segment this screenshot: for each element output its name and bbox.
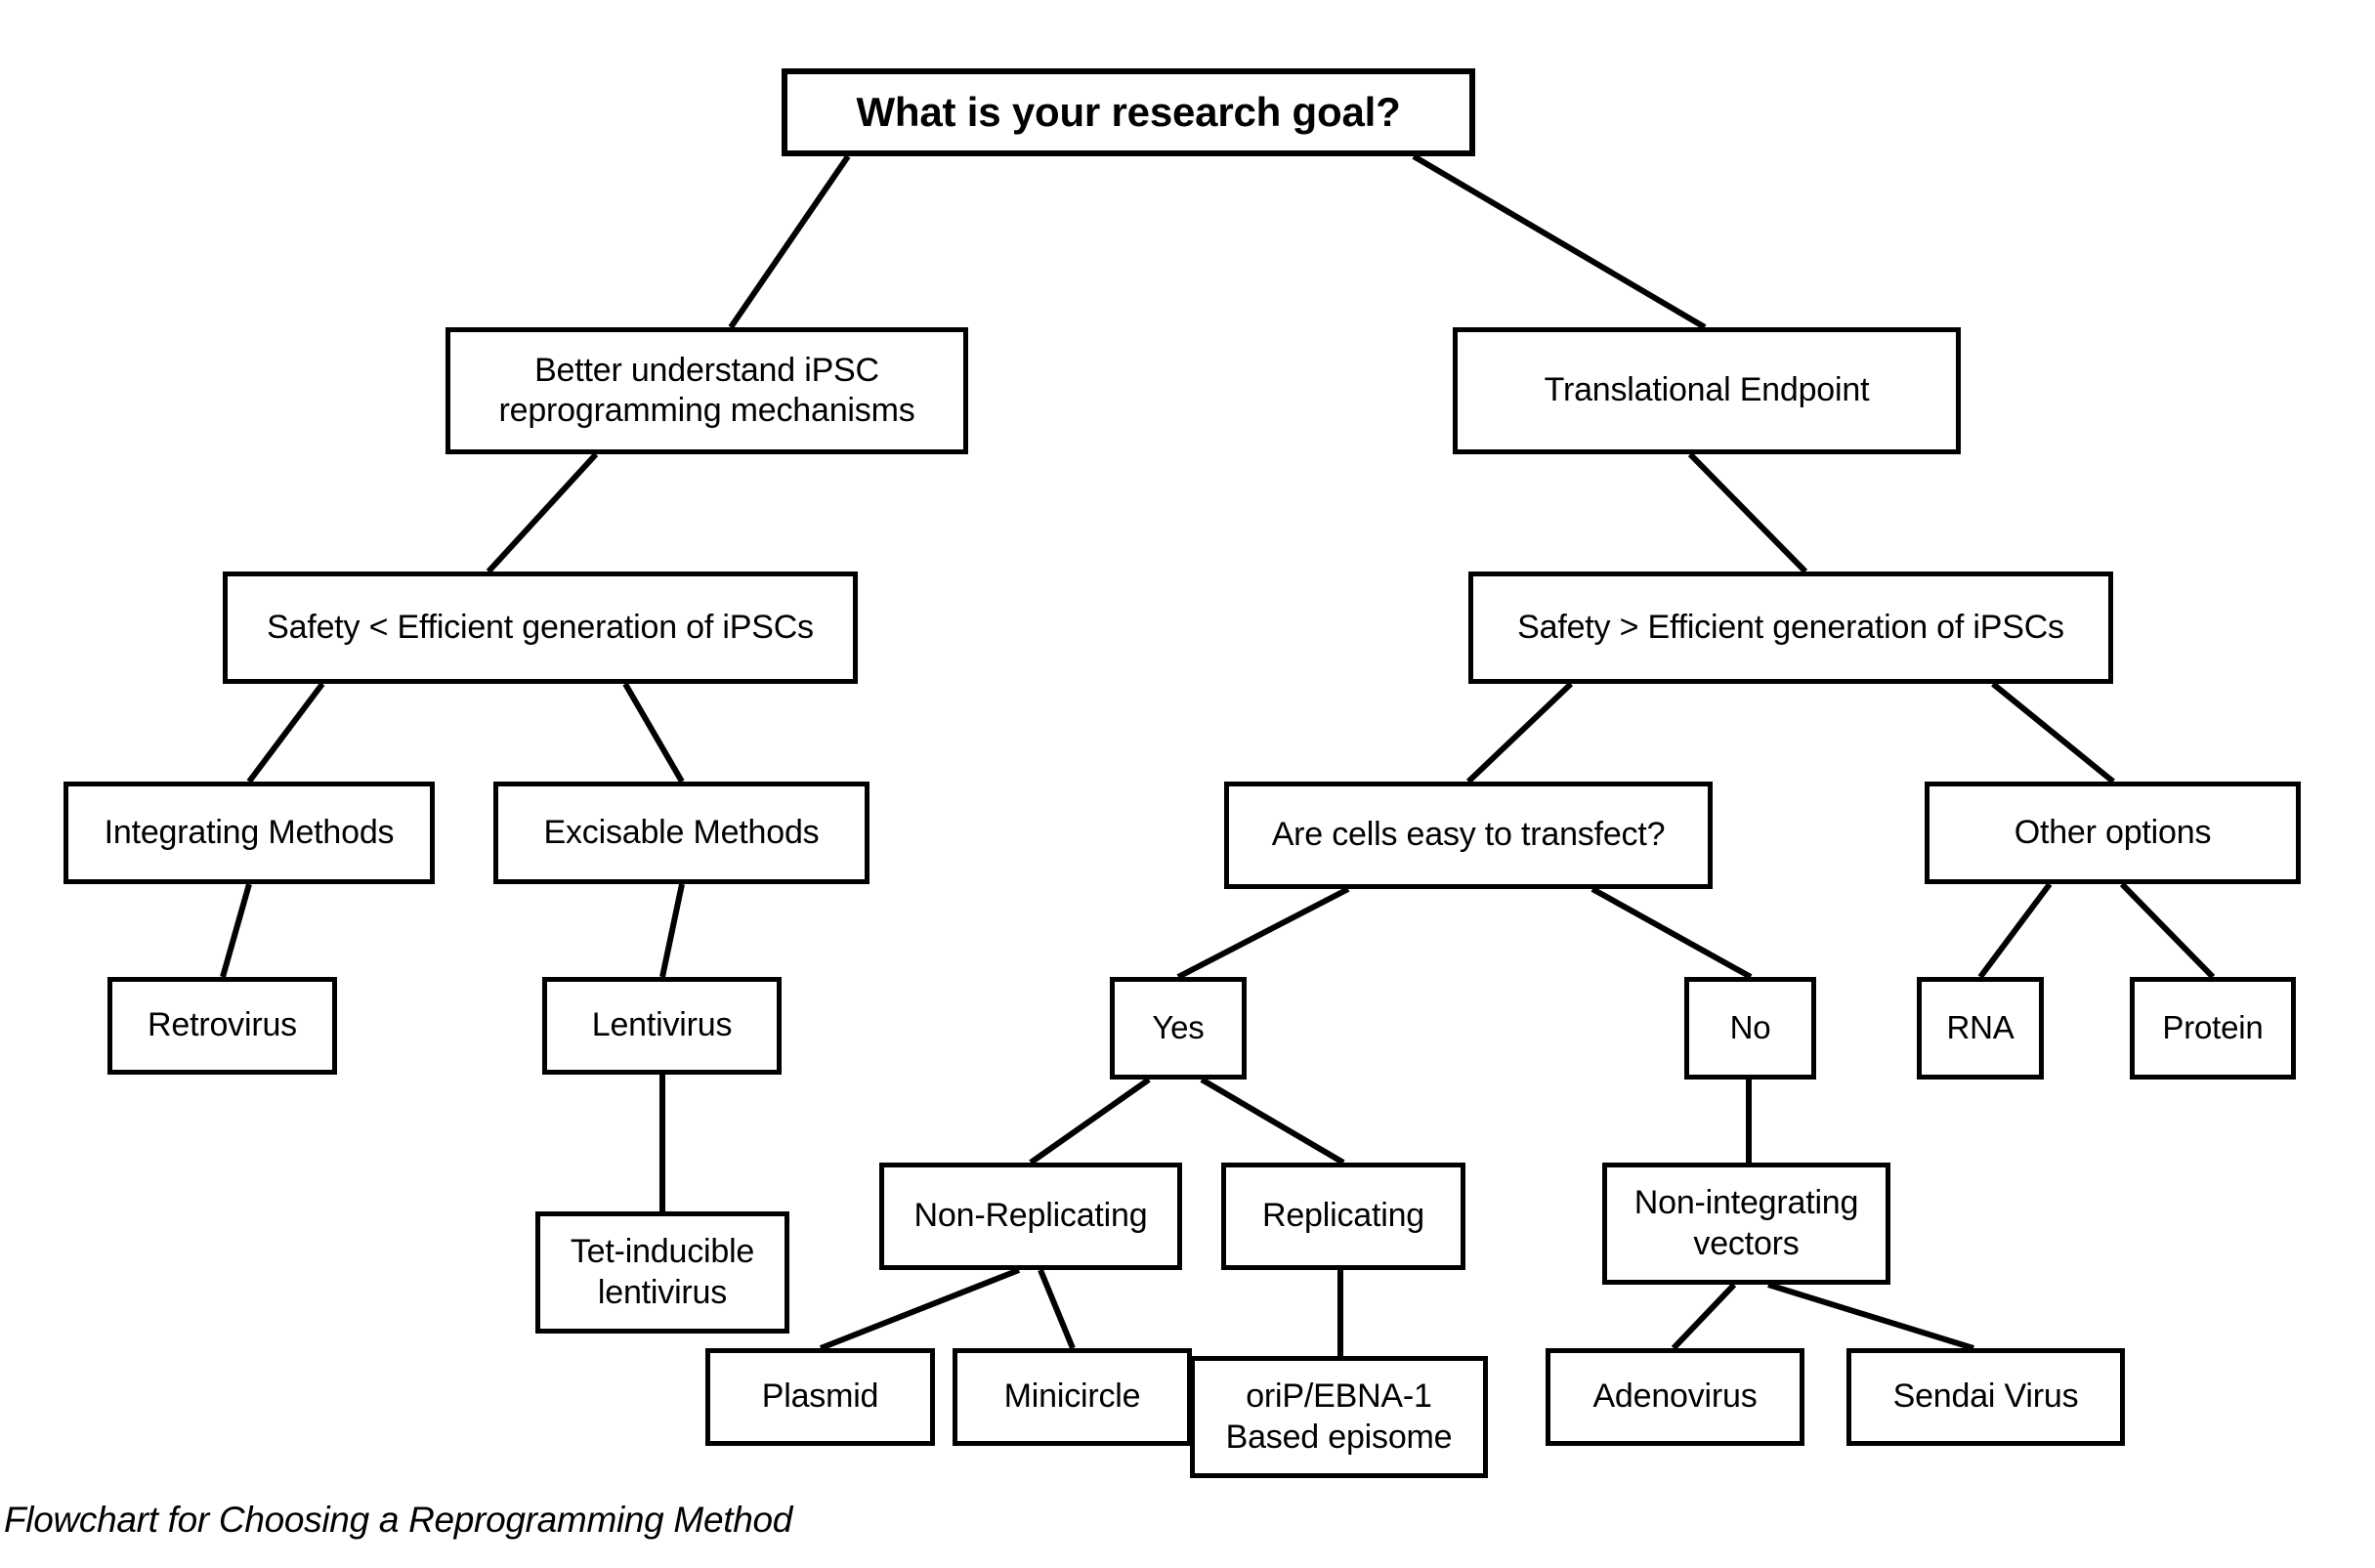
node-non-replicating[interactable]: Non-Replicating — [879, 1163, 1182, 1270]
node-retrovirus[interactable]: Retrovirus — [107, 977, 337, 1075]
node-rna[interactable]: RNA — [1917, 977, 2044, 1080]
node-orip[interactable]: oriP/EBNA-1 Based episome — [1190, 1356, 1488, 1478]
node-plasmid[interactable]: Plasmid — [705, 1348, 935, 1446]
connector-integrating-to-retrovirus — [220, 883, 252, 978]
node-yes[interactable]: Yes — [1110, 977, 1247, 1080]
node-mechanisms[interactable]: Better understand iPSC reprogramming mec… — [445, 327, 968, 454]
figure-caption: Flowchart for Choosing a Reprogramming M… — [4, 1500, 793, 1540]
node-integrating[interactable]: Integrating Methods — [64, 782, 435, 884]
connector-safety-greater-to-transfect — [1465, 681, 1574, 784]
connector-safety-less-to-excisable — [622, 682, 685, 784]
connector-non-replicating-to-minicircle — [1038, 1268, 1076, 1350]
node-protein[interactable]: Protein — [2130, 977, 2296, 1080]
connector-mechanisms-to-safety-less — [486, 451, 599, 574]
connector-safety-less-to-integrating — [246, 682, 325, 784]
connector-transfect-to-no — [1590, 886, 1753, 980]
connector-translational-to-safety-greater — [1687, 451, 1808, 574]
connector-yes-to-non-replicating — [1029, 1077, 1151, 1165]
node-non-integrating[interactable]: Non-integrating vectors — [1602, 1163, 1890, 1285]
node-safety-less[interactable]: Safety < Efficient generation of iPSCs — [223, 572, 858, 684]
node-tet-lentivirus[interactable]: Tet-inducible lentivirus — [535, 1211, 789, 1334]
connector-non-integrating-to-adenovirus — [1671, 1282, 1737, 1351]
node-replicating[interactable]: Replicating — [1221, 1163, 1465, 1270]
node-other-options[interactable]: Other options — [1925, 782, 2301, 884]
connector-other-options-to-rna — [1977, 882, 2053, 979]
connector-root-to-translational — [1412, 153, 1707, 330]
connector-yes-to-replicating — [1200, 1077, 1345, 1165]
node-translational[interactable]: Translational Endpoint — [1453, 327, 1961, 454]
connector-safety-greater-to-other-options — [1991, 681, 2115, 784]
connector-transfect-to-yes — [1176, 886, 1350, 980]
connector-non-replicating-to-plasmid — [819, 1267, 1021, 1351]
connector-non-integrating-to-sendai — [1767, 1282, 1974, 1351]
node-excisable[interactable]: Excisable Methods — [493, 782, 869, 884]
node-minicircle[interactable]: Minicircle — [953, 1348, 1192, 1446]
node-safety-greater[interactable]: Safety > Efficient generation of iPSCs — [1468, 572, 2113, 684]
node-transfect[interactable]: Are cells easy to transfect? — [1224, 782, 1713, 889]
connector-other-options-to-protein — [2119, 881, 2216, 980]
node-sendai[interactable]: Sendai Virus — [1846, 1348, 2125, 1446]
node-adenovirus[interactable]: Adenovirus — [1546, 1348, 1804, 1446]
node-lentivirus[interactable]: Lentivirus — [542, 977, 782, 1075]
connector-root-to-mechanisms — [728, 154, 851, 329]
node-root[interactable]: What is your research goal? — [782, 68, 1475, 156]
connector-excisable-to-lentivirus — [659, 883, 685, 978]
node-no[interactable]: No — [1684, 977, 1816, 1080]
